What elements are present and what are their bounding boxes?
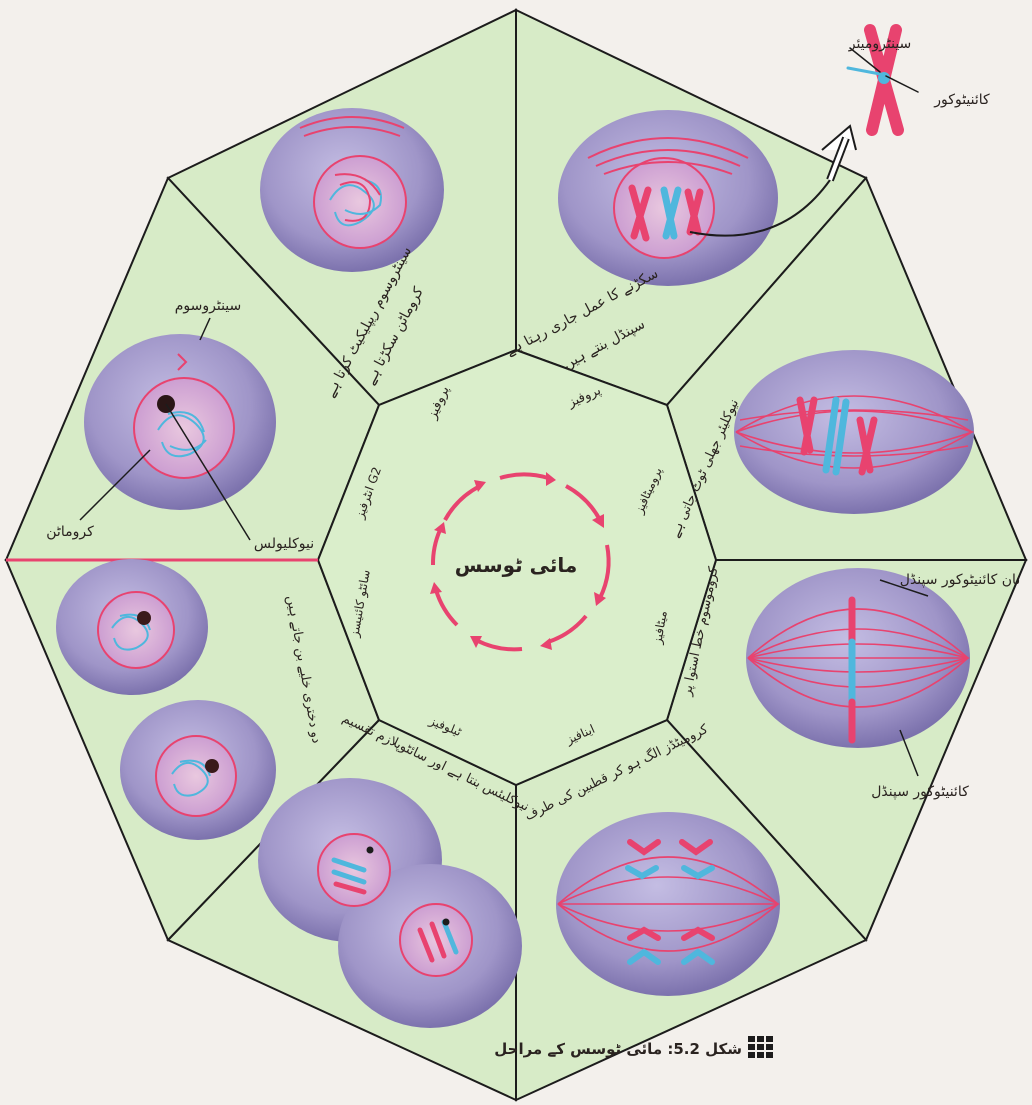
annotation-nucleolus: نیوکلیولس [254, 536, 314, 552]
annotation-centrosome: سینٹروسوم [175, 298, 242, 314]
caption-icon [748, 1036, 773, 1058]
cell-prophase-early [260, 108, 444, 272]
annotation-kinetochore: کائنیٹوکور [933, 92, 990, 108]
cell-anaphase [556, 812, 780, 996]
center-label: مائی ٹوسس [455, 553, 578, 577]
annotation-nonkinetochore-spindle: نان کائنیٹوکور سپنڈل [900, 572, 1020, 588]
cell-prometaphase [734, 350, 974, 514]
annotation-kinetochore-spindle: کائنیٹوکور سپنڈل [871, 784, 969, 800]
annotation-centromere: سینٹرومیئر [848, 36, 912, 52]
cell-daughter-2 [120, 700, 276, 840]
annotation-chromatin: کروماٹن [46, 524, 94, 540]
cell-daughter-1 [56, 559, 208, 695]
figure-caption: شکل 5.2: مائی ٹوسس کے مراحل [494, 1040, 742, 1058]
